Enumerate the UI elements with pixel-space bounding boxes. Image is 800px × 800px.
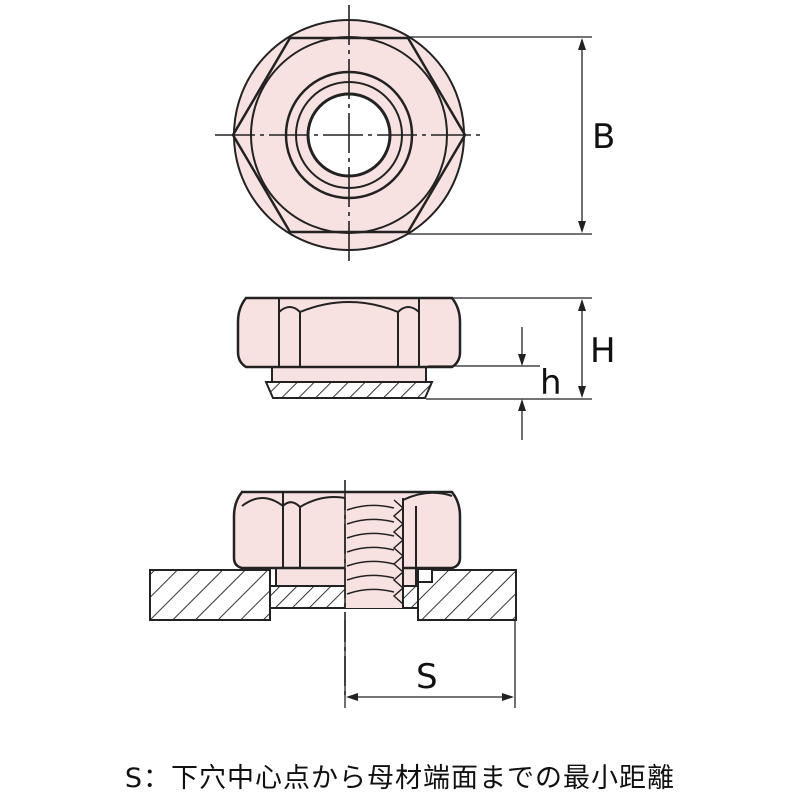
flange-section: [264, 381, 434, 399]
dimension-label-h-lower: h: [540, 363, 562, 403]
base-plate-right: [417, 569, 517, 621]
side-view: [236, 296, 462, 399]
dimension-label-b: B: [592, 117, 615, 157]
section-view: [149, 480, 517, 700]
dimension-h-upper: H: [426, 297, 616, 400]
dimension-h-lower: h: [428, 327, 562, 440]
top-view: [215, 5, 482, 266]
dimension-label-h-upper: H: [590, 331, 616, 371]
dimension-b: B: [408, 36, 615, 235]
dimension-s: S: [344, 620, 516, 708]
caption: S：下穴中心点から母材端面までの最小距離: [124, 763, 676, 794]
hex-body: [236, 296, 462, 369]
dimension-label-s: S: [416, 657, 438, 697]
base-plate-left: [149, 569, 271, 621]
